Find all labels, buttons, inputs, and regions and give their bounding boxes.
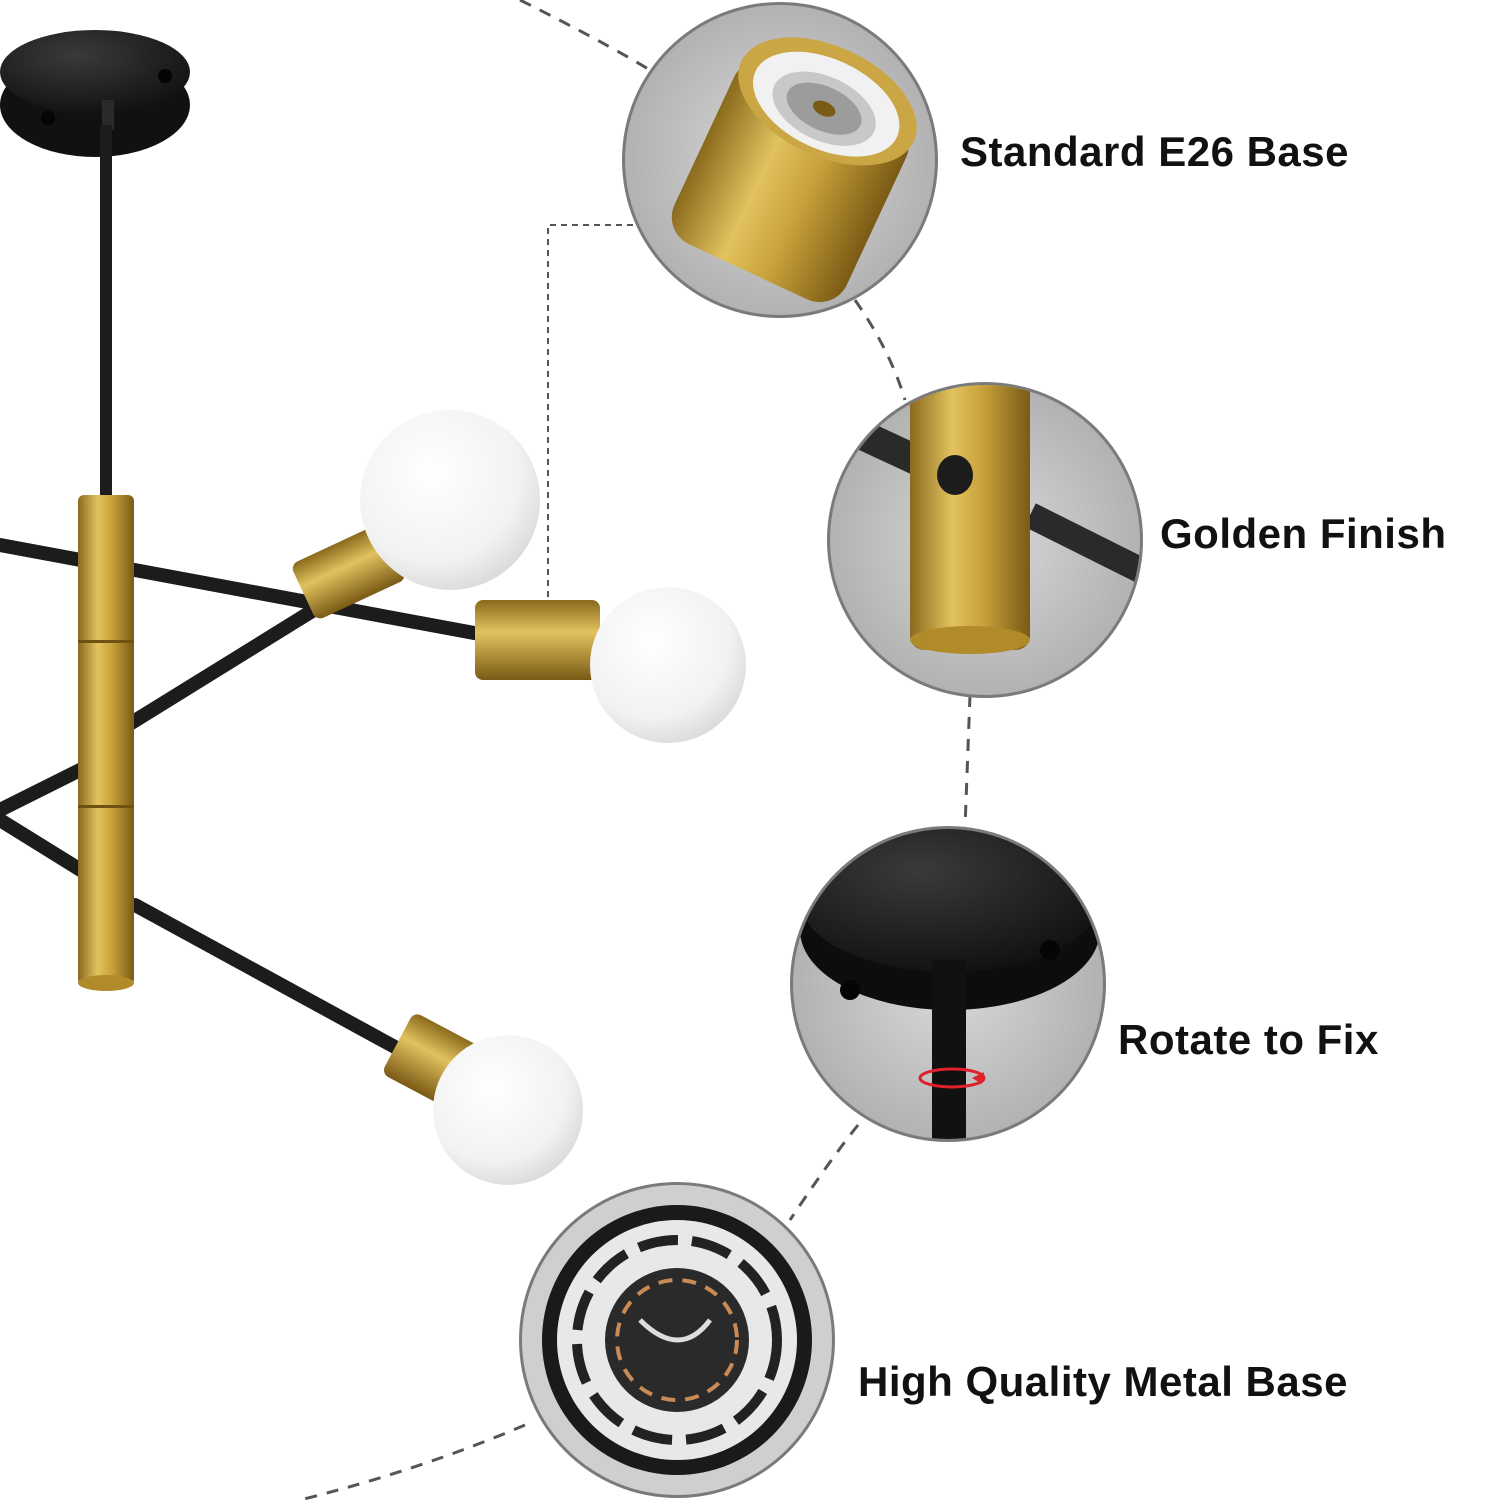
dashed-connector-lines <box>299 0 972 1500</box>
feature-label-metal-base: High Quality Metal Base <box>858 1358 1348 1405</box>
gold-center-column <box>78 495 134 991</box>
bulb-middle <box>590 587 746 743</box>
detail-circle-golden <box>827 382 1143 698</box>
feature-label-rotate-to-fix: Rotate to Fix <box>1118 1016 1379 1063</box>
ceiling-canopy <box>0 30 190 157</box>
detail-circle-metal <box>519 1182 835 1498</box>
socket-lower <box>384 1014 583 1185</box>
downrod <box>100 125 112 500</box>
socket-middle <box>475 587 746 743</box>
feature-label-e26-base: Standard E26 Base <box>960 128 1350 175</box>
bulb-upper <box>360 410 540 590</box>
detail-circle-rotate <box>790 826 1106 1142</box>
socket-upper <box>292 410 540 619</box>
feature-label-golden-finish: Golden Finish <box>1160 510 1447 557</box>
bulb-lower <box>433 1035 583 1185</box>
detail-circle-e26 <box>622 2 938 318</box>
black-arms <box>0 538 492 1065</box>
